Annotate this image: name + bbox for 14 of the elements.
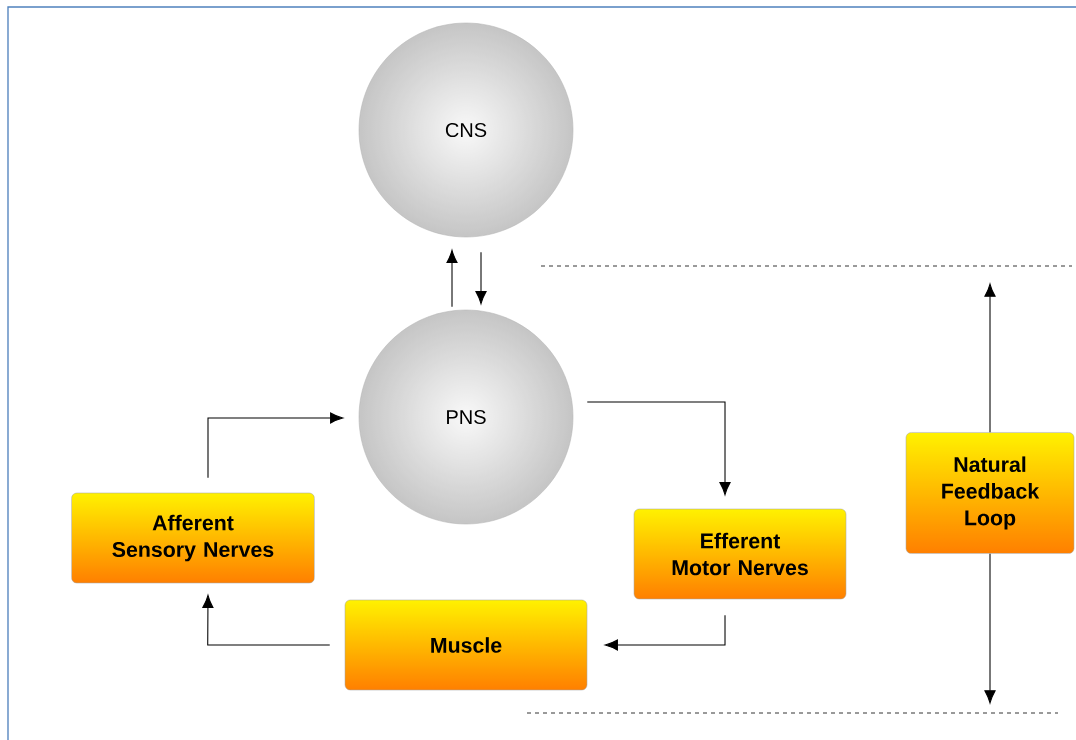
arrow (207, 412, 344, 479)
process-box: Efferent Motor Nerves (633, 508, 847, 600)
arrow (984, 283, 996, 433)
process-box: Natural Feedback Loop (905, 432, 1075, 554)
arrow (984, 553, 996, 704)
arrow (475, 251, 487, 305)
process-box: Muscle (344, 599, 588, 691)
arrow (202, 594, 331, 646)
arrow (446, 249, 458, 308)
circle-node: CNS (358, 22, 574, 238)
process-box: Afferent Sensory Nerves (71, 492, 315, 584)
arrow (604, 614, 726, 651)
circle-node: PNS (358, 309, 574, 525)
arrow (586, 401, 731, 496)
